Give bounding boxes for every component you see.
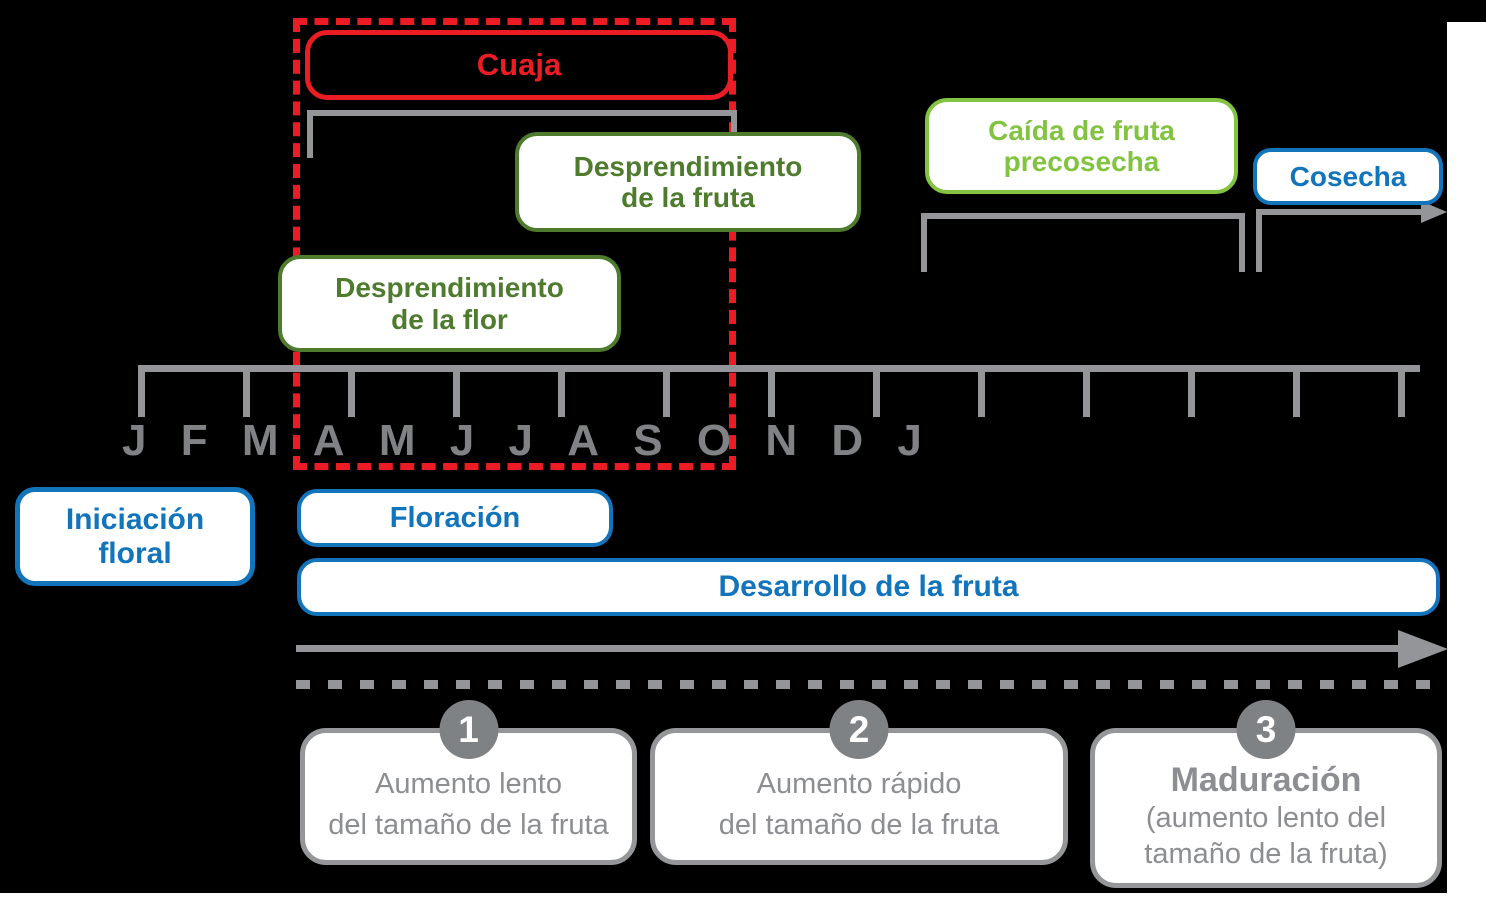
iniciacion-floral-line1: Iniciación — [65, 502, 205, 536]
cosecha-arrow-line — [1256, 209, 1426, 215]
month-label: J — [897, 416, 922, 465]
caida-bracket-left-tick — [921, 213, 927, 272]
month-label: J — [449, 416, 475, 465]
desprendimiento-fruta-box: Desprendimiento de la fruta — [515, 132, 861, 232]
cosecha-box: Cosecha — [1253, 148, 1443, 205]
phase-2-number: 2 — [848, 708, 870, 750]
phase-3-line1: (aumento lento del — [1145, 802, 1387, 835]
development-dashed-line — [296, 680, 1444, 689]
cuaja-bracket-right-tick — [731, 110, 737, 136]
phase-2-line2: del tamaño de la fruta — [718, 808, 1000, 841]
phase-3-title: Maduración — [1170, 760, 1362, 799]
caida-bracket-right-tick — [1239, 213, 1245, 272]
month-label: S — [633, 416, 663, 465]
desprendimiento-flor-box: Desprendimiento de la flor — [278, 255, 621, 352]
timeline-tick — [243, 365, 250, 417]
desprendimiento-fruta-line2: de la fruta — [621, 182, 755, 213]
timeline-tick — [1083, 365, 1090, 417]
development-arrowhead-icon — [1398, 630, 1448, 668]
phase-3-line2: tamaño de la fruta) — [1144, 837, 1388, 870]
desprendimiento-flor-line1: Desprendimiento — [335, 272, 564, 304]
month-labels-row: J F M A M J J A S O N D J — [122, 416, 922, 466]
desarrollo-fruta-label: Desarrollo de la fruta — [718, 570, 1019, 604]
cuaja-dashed-region — [293, 18, 736, 470]
floracion-label: Floración — [389, 501, 521, 534]
timeline-tick — [978, 365, 985, 417]
caida-precosecha-line2: precosecha — [1003, 146, 1160, 177]
floracion-box: Floración — [297, 489, 613, 547]
desprendimiento-flor-line2: de la flor — [391, 303, 508, 335]
month-label: M — [378, 416, 416, 465]
caida-precosecha-line1: Caída de fruta — [988, 114, 1175, 146]
timeline-tick — [1188, 365, 1195, 417]
timeline-tick — [453, 365, 460, 417]
month-label: J — [508, 416, 533, 465]
phase-1-number: 1 — [458, 708, 479, 750]
timeline-tick — [348, 365, 355, 417]
timeline-axis — [138, 365, 1420, 372]
caida-bracket-horizontal — [921, 213, 1245, 219]
month-label: D — [831, 416, 864, 465]
timeline-tick — [663, 365, 670, 417]
phase-1-line1: Aumento lento — [374, 768, 562, 801]
diagram-background-top-strip — [0, 0, 1486, 22]
phase-3-number: 3 — [1255, 708, 1277, 750]
cuaja-bracket-left-tick — [307, 110, 313, 158]
month-label: F — [180, 416, 208, 465]
caida-precosecha-box: Caída de fruta precosecha — [925, 98, 1238, 194]
month-label: N — [765, 416, 798, 465]
phase-3-box: 3 Maduración (aumento lento del tamaño d… — [1090, 700, 1442, 888]
timeline-tick — [558, 365, 565, 417]
phase-2-number-badge: 2 — [829, 700, 889, 759]
timeline-tick — [768, 365, 775, 417]
development-arrow-line — [296, 645, 1406, 652]
timeline-tick — [1398, 365, 1405, 417]
desprendimiento-fruta-line1: Desprendimiento — [573, 150, 803, 182]
cosecha-arrowhead-icon — [1421, 201, 1447, 223]
cuaja-label: Cuaja — [476, 46, 562, 82]
iniciacion-floral-line2: floral — [98, 536, 172, 570]
phase-1-line2: del tamaño de la fruta — [328, 808, 609, 841]
timeline-tick — [873, 365, 880, 417]
phase-2-box: 2 Aumento rápido del tamaño de la fruta — [650, 700, 1068, 865]
month-label: O — [696, 416, 732, 465]
desarrollo-fruta-box: Desarrollo de la fruta — [297, 558, 1440, 616]
cosecha-arrow-vertical — [1256, 212, 1262, 272]
cosecha-label: Cosecha — [1289, 160, 1407, 192]
month-label: J — [122, 416, 147, 465]
phase-1-number-badge: 1 — [439, 700, 498, 759]
phase-1-box: 1 Aumento lento del tamaño de la fruta — [300, 700, 637, 865]
month-label: M — [241, 416, 279, 465]
phase-2-line1: Aumento rápido — [756, 768, 962, 801]
timeline-tick — [1293, 365, 1300, 417]
iniciacion-floral-box: Iniciación floral — [15, 487, 255, 586]
phase-3-number-badge: 3 — [1236, 700, 1296, 759]
timeline-tick — [138, 365, 145, 417]
cuaja-box: Cuaja — [305, 30, 733, 100]
month-label: A — [312, 416, 345, 465]
cuaja-bracket-horizontal — [307, 110, 737, 116]
month-label: A — [567, 416, 599, 465]
